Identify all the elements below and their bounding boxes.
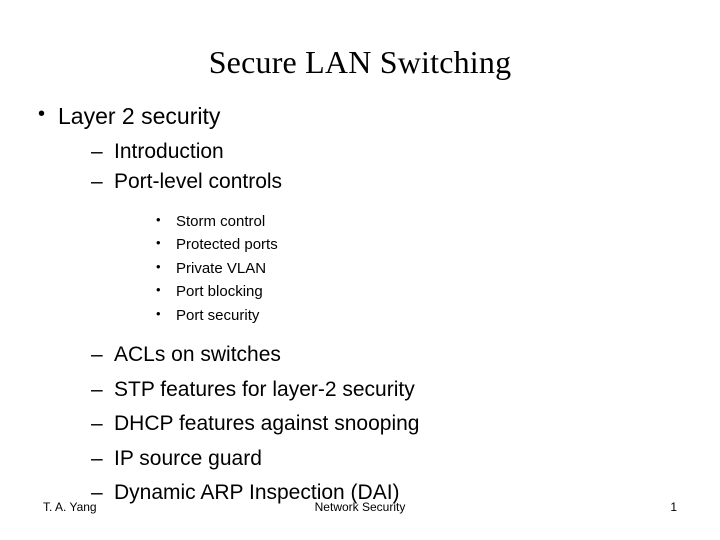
list-item-level3: • Storm control (36, 211, 696, 234)
list-item-level2: – ACLs on switches (36, 341, 696, 370)
bullet-icon: • (156, 235, 161, 251)
dash-icon: – (91, 481, 103, 505)
list-item-level3: • Port security (36, 305, 696, 328)
dash-icon: – (91, 343, 103, 367)
list-item-level2: – Dynamic ARP Inspection (DAI) (36, 479, 696, 508)
slide-footer: T. A. Yang Network Security 1 (0, 500, 720, 540)
list-item-level3: • Private VLAN (36, 258, 696, 281)
list-item-level2: – Introduction (36, 138, 696, 167)
list-item-label: Port security (176, 306, 260, 324)
list-item-label: Port blocking (176, 283, 263, 301)
list-item-label: Storm control (176, 212, 266, 230)
bullet-icon: • (38, 103, 46, 125)
dash-icon: – (91, 169, 103, 193)
list-item-label: Dynamic ARP Inspection (DAI) (114, 481, 400, 505)
slide-body: • Layer 2 security – Introduction – Port… (36, 103, 696, 514)
list-item-level3: • Protected ports (36, 234, 696, 257)
list-item-level2: – IP source guard (36, 445, 696, 474)
bullet-icon: • (156, 305, 161, 321)
page-title: Secure LAN Switching (208, 44, 512, 80)
bullet-icon: • (156, 211, 161, 227)
footer-author: T. A. Yang (43, 500, 97, 514)
dash-icon: – (91, 446, 103, 470)
list-item-label: IP source guard (114, 446, 262, 470)
list-item-label: Port-level controls (114, 169, 283, 193)
bullet-icon: • (156, 282, 161, 298)
dash-icon: – (91, 377, 103, 401)
bullet-icon: • (156, 258, 161, 274)
list-item-level3: • Port blocking (36, 281, 696, 304)
dash-icon: – (91, 412, 103, 436)
list-item-label: ACLs on switches (114, 343, 281, 367)
list-item-label: Private VLAN (176, 259, 267, 277)
list-item-label: Protected ports (176, 236, 278, 254)
list-item-level2: – STP features for layer-2 security (36, 376, 696, 405)
list-item-level2: – Port-level controls (36, 168, 696, 197)
footer-page-number: 1 (670, 500, 677, 514)
outline-list: • Layer 2 security – Introduction – Port… (36, 103, 696, 508)
list-item-label: STP features for layer-2 security (114, 377, 415, 401)
list-item-label: DHCP features against snooping (114, 412, 420, 436)
list-item-level1: • Layer 2 security (36, 103, 696, 129)
dash-icon: – (91, 140, 103, 164)
list-item-label: Layer 2 security (58, 103, 221, 129)
list-item-label: Introduction (114, 140, 224, 164)
list-item-level2: – DHCP features against snooping (36, 410, 696, 439)
footer-course: Network Security (314, 500, 406, 514)
